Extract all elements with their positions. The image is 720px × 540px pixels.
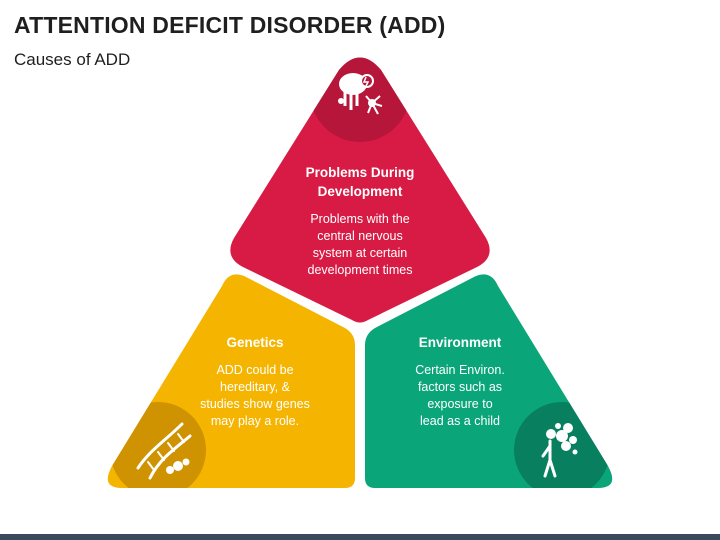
segment-left-desc-line: studies show genes	[200, 397, 310, 411]
segment-left-title-line: Genetics	[226, 335, 284, 350]
segment-left-title: Genetics	[185, 333, 325, 352]
dna-icon	[136, 422, 192, 480]
segment-top-desc-line: Problems with the	[310, 212, 410, 226]
segment-top-desc-line: system at certain	[312, 246, 408, 260]
segment-top-desc-line: central nervous	[317, 229, 403, 243]
brain-neuron-icon	[338, 73, 383, 115]
segment-top-title-line: Development	[317, 184, 403, 199]
segment-right-description: Certain Environ. factors such as exposur…	[390, 362, 530, 430]
segment-right-title: Environment	[390, 333, 530, 352]
segment-top-title: Problems During Development	[290, 163, 430, 201]
segment-right-desc-line: lead as a child	[420, 414, 500, 428]
bottom-bar	[0, 534, 720, 540]
segment-right-text: Environment Certain Environ. factors suc…	[390, 333, 530, 430]
segment-left-desc-line: ADD could be	[216, 363, 294, 377]
page-title: ATTENTION DEFICIT DISORDER (ADD)	[14, 12, 446, 38]
segment-top-title-line: Problems During	[305, 165, 415, 180]
person-smoke-icon	[541, 423, 578, 478]
segment-top-shape	[230, 57, 490, 323]
segment-right-desc-line: exposure to	[427, 397, 493, 411]
segment-top-desc-line: development times	[307, 263, 413, 277]
segment-left-desc-line: may play a role.	[210, 414, 300, 428]
page-subtitle: Causes of ADD	[14, 50, 131, 69]
segment-top-text: Problems During Development Problems wit…	[290, 163, 430, 279]
segment-top-description: Problems with the central nervous system…	[290, 211, 430, 279]
segment-right-title-line: Environment	[418, 335, 502, 350]
segment-left-text: Genetics ADD could be hereditary, & stud…	[185, 333, 325, 430]
segment-left-desc-line: hereditary, &	[220, 380, 290, 394]
segment-right-desc-line: factors such as	[417, 380, 503, 394]
segment-left-description: ADD could be hereditary, & studies show …	[185, 362, 325, 430]
segment-right-desc-line: Certain Environ.	[415, 363, 505, 377]
